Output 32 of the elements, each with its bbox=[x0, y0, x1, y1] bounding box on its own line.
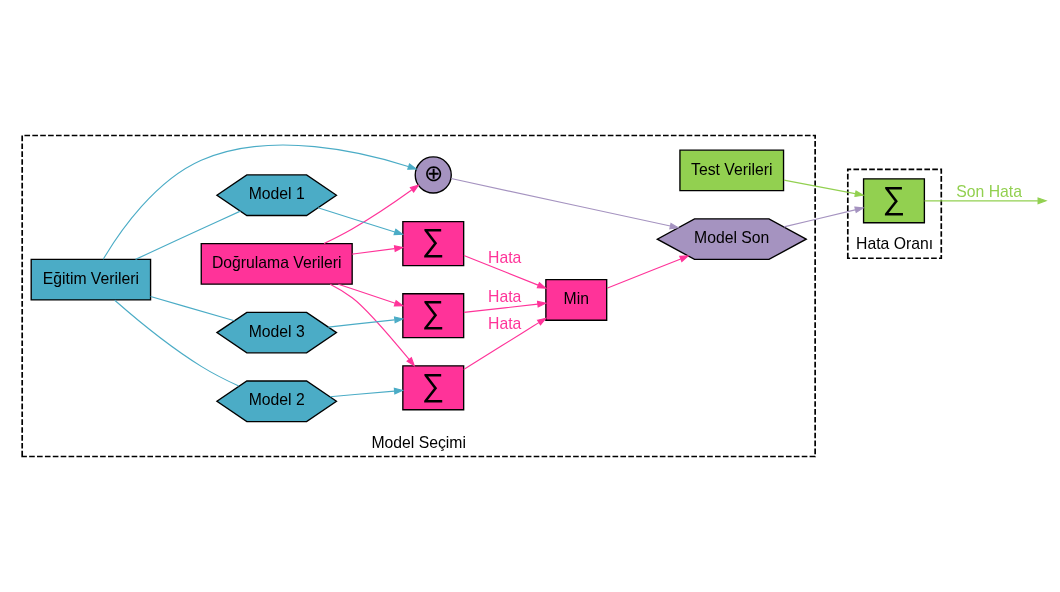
arrow bbox=[463, 317, 548, 371]
arrow bbox=[329, 387, 405, 398]
arrow bbox=[351, 245, 405, 255]
arrow bbox=[463, 300, 548, 313]
arrow bbox=[606, 255, 690, 289]
arrow bbox=[463, 254, 548, 289]
connector bbox=[135, 210, 241, 260]
connector bbox=[114, 299, 240, 387]
arrow bbox=[329, 283, 416, 367]
node-box: Doğrulama Verileri bbox=[200, 242, 353, 285]
node-box: Eğitim Verileri bbox=[30, 258, 152, 301]
arrow bbox=[323, 184, 420, 245]
arrow bbox=[327, 316, 405, 328]
node-box: ∑ bbox=[402, 365, 465, 411]
arrow bbox=[783, 179, 865, 198]
connector bbox=[150, 296, 235, 322]
node-box: ∑ bbox=[402, 221, 465, 267]
edge-label: Hata bbox=[488, 315, 522, 333]
arrow bbox=[783, 206, 865, 228]
node-box: ∑ bbox=[402, 293, 465, 339]
arrow bbox=[337, 283, 405, 307]
edge-label: Hata bbox=[488, 249, 522, 266]
arrow bbox=[317, 207, 405, 236]
node-box: Min bbox=[545, 279, 608, 321]
node-box: Test Verileri bbox=[679, 149, 785, 192]
node-box: ∑ bbox=[862, 178, 926, 224]
arrow bbox=[924, 197, 1048, 205]
edge-label: Hata bbox=[488, 288, 522, 306]
node-circle: ⊕ bbox=[414, 156, 452, 194]
arrow bbox=[450, 178, 680, 230]
edge-label: Son Hata bbox=[956, 182, 1022, 200]
arrow bbox=[102, 144, 418, 260]
